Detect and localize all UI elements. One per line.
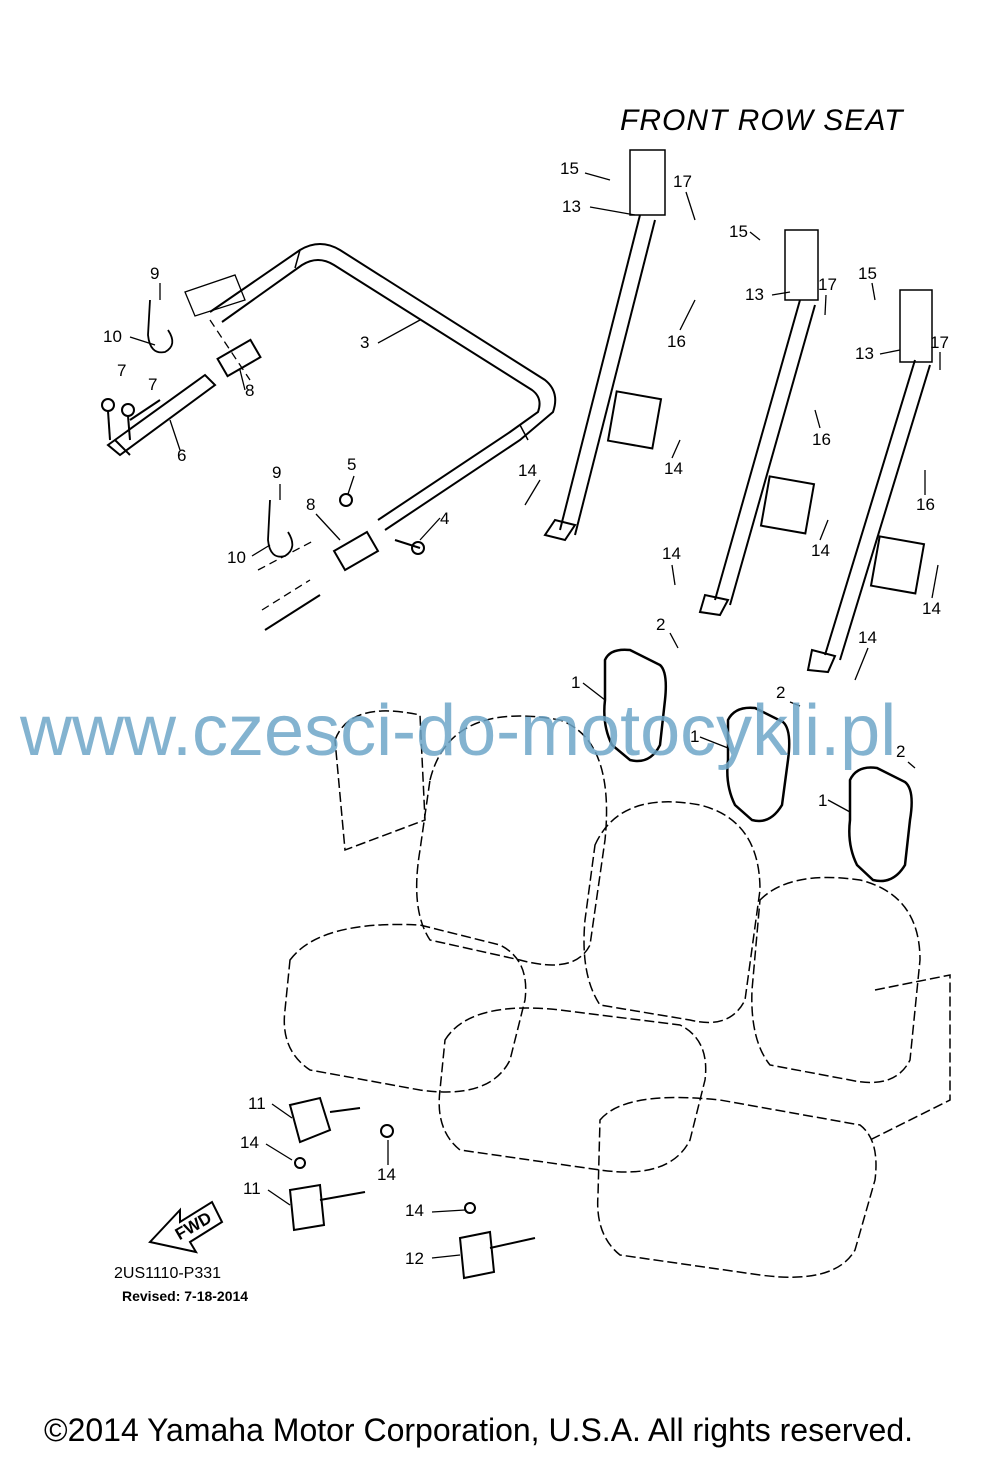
- callout-13: 13: [745, 285, 764, 304]
- callout-15: 15: [729, 222, 748, 241]
- callout-14: 14: [662, 544, 681, 563]
- callout-7: 7: [117, 361, 126, 380]
- callout-11: 11: [243, 1179, 261, 1198]
- seats: [283, 710, 951, 1278]
- callout-7: 7: [148, 375, 157, 394]
- callout-1: 1: [818, 791, 827, 810]
- callout-15: 15: [560, 159, 579, 178]
- callout-10: 10: [227, 548, 246, 567]
- callout-8: 8: [306, 495, 315, 514]
- callout-11: 11: [248, 1094, 266, 1113]
- revision-date: Revised: 7-18-2014: [122, 1288, 249, 1304]
- callout-6: 6: [177, 446, 186, 465]
- callout-15: 15: [858, 264, 877, 283]
- callout-14: 14: [240, 1133, 259, 1152]
- callout-16: 16: [916, 495, 935, 514]
- drawing-code: 2US1110-P331: [114, 1265, 222, 1282]
- callout-13: 13: [562, 197, 581, 216]
- callout-4: 4: [440, 509, 449, 528]
- roll-bar-tube: [184, 243, 557, 531]
- callouts: 15 13 17 16 14 14 15 13 17 16 14 14 15 1…: [103, 159, 949, 1268]
- callout-9: 9: [272, 463, 281, 482]
- callout-14: 14: [664, 459, 683, 478]
- callout-2: 2: [896, 742, 905, 761]
- callout-1: 1: [571, 673, 580, 692]
- callout-13: 13: [855, 344, 874, 363]
- bolts: [101, 398, 425, 555]
- leader-lines: [129, 172, 941, 1259]
- callout-17: 17: [818, 275, 837, 294]
- seat-belts: [543, 149, 933, 674]
- sleeve: [216, 338, 380, 631]
- copyright: ©2014 Yamaha Motor Corporation, U.S.A. A…: [44, 1412, 914, 1448]
- callout-2: 2: [776, 683, 785, 702]
- callout-8: 8: [245, 381, 254, 400]
- page-title: FRONT ROW SEAT: [620, 104, 904, 137]
- callout-12: 12: [405, 1249, 424, 1268]
- bracket-bar: [106, 373, 217, 457]
- callout-3: 3: [360, 333, 369, 352]
- buckles: [288, 1096, 536, 1280]
- callout-9: 9: [150, 264, 159, 283]
- seat-pads: [603, 648, 913, 883]
- callout-14: 14: [405, 1201, 424, 1220]
- callout-14: 14: [518, 461, 537, 480]
- callout-14: 14: [377, 1165, 396, 1184]
- callout-1: 1: [690, 727, 699, 746]
- callout-14: 14: [811, 541, 830, 560]
- callout-16: 16: [667, 332, 686, 351]
- callout-17: 17: [930, 333, 949, 352]
- callout-10: 10: [103, 327, 122, 346]
- callout-14: 14: [922, 599, 941, 618]
- fwd-arrow: FWD: [148, 1200, 224, 1254]
- callout-5: 5: [347, 455, 356, 474]
- callout-16: 16: [812, 430, 831, 449]
- callout-14: 14: [858, 628, 877, 647]
- clips: [147, 299, 294, 558]
- callout-2: 2: [656, 615, 665, 634]
- callout-17: 17: [673, 172, 692, 191]
